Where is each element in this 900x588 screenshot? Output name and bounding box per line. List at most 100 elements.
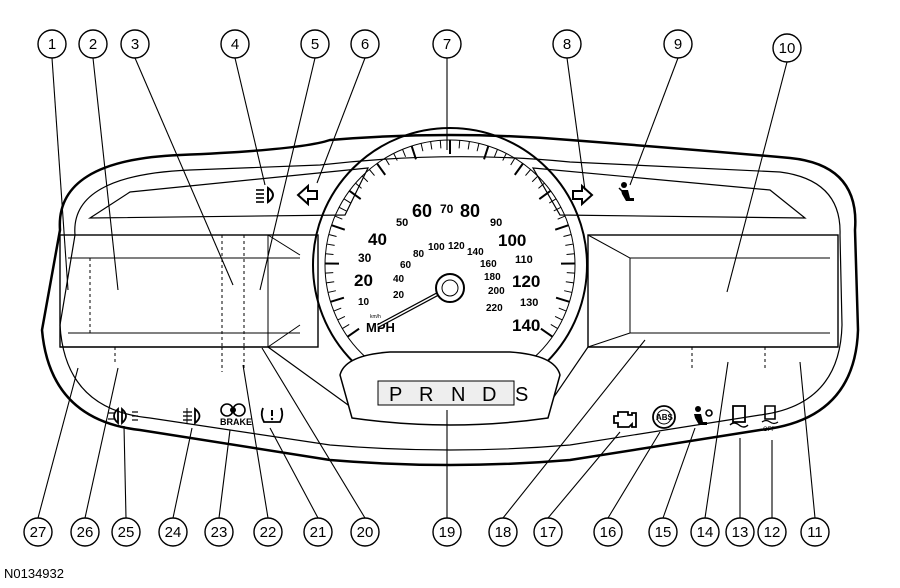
callout-5: 5 [300,29,330,59]
speedometer-tick [384,157,390,166]
right-display [544,234,839,411]
kmh-label-40: 40 [393,274,405,285]
kmh-label-80: 80 [413,249,425,260]
speedometer-tick [558,307,567,312]
speedometer-tick [510,157,516,166]
svg-text:3: 3 [131,36,139,53]
speedometer-tick [554,315,563,321]
kmh-label-20: 20 [393,290,405,301]
callout-3: 3 [120,29,150,59]
speedometer-tick [337,315,346,321]
kmh-label-180: 180 [484,272,501,283]
speedometer-tick [326,281,335,284]
speedometer-tick [376,162,387,176]
speed-label-60: 60 [412,201,432,221]
speedometer-tick [531,175,539,183]
svg-text:27: 27 [30,524,47,541]
speedometer-tick [330,296,345,303]
speed-label-110: 110 [515,254,533,266]
speed-label-50: 50 [396,217,408,229]
svg-text:26: 26 [77,524,94,541]
speedometer-tick [513,162,524,176]
speedometer-tick [565,281,574,284]
callout-13: 13 [725,517,755,547]
speedometer-tick [410,145,417,160]
right-turn-arrow-icon [572,183,594,207]
svg-text:6: 6 [361,36,369,53]
svg-text:19: 19 [439,524,456,541]
svg-text:4: 4 [231,36,239,53]
kmh-label-120: 120 [448,241,465,252]
seatbelt-icon [618,182,634,201]
speedometer-tick [348,189,362,200]
svg-text:5: 5 [311,36,319,53]
speedometer-tick [538,189,552,200]
gear-s: S [515,384,528,406]
speedometer-tick [325,272,334,274]
callout-11: 11 [800,517,830,547]
speed-label-10: 10 [358,297,370,308]
callout-17: 17 [533,517,563,547]
abs-icon: ABS [652,405,676,429]
svg-text:1: 1 [48,36,56,53]
callout-leader-lines [37,57,816,519]
speedometer-tick [566,272,575,274]
gear-n: N [451,384,465,406]
speedometer-needle [377,273,465,328]
speedometer-tick [564,290,573,293]
speedometer-tick [483,145,490,160]
gear-p: P [389,384,402,406]
speedometer-tick [420,143,424,152]
speedometer-tick [439,140,442,149]
speed-label-20: 20 [354,271,373,290]
callout-26: 26 [70,517,100,547]
speedometer-tick [493,149,498,157]
speedometer-ticks [324,140,576,338]
speedometer: 10 20 30 40 50 60 70 80 90 100 110 120 1… [312,127,588,426]
svg-text:25: 25 [118,524,135,541]
speedometer-tick [347,327,360,338]
callout-25: 25 [111,517,141,547]
callout-6: 6 [350,29,380,59]
speedometer-tick [502,153,507,161]
callout-10: 10 [772,33,802,63]
callout-4: 4 [220,29,250,59]
cluster-inner-outline [59,156,843,451]
svg-text:17: 17 [540,524,557,541]
gear-display-window [377,380,515,406]
speed-label-30: 30 [358,251,372,265]
speedometer-tick [333,307,342,312]
speedometer-tick [343,198,352,204]
speedometer-tick [525,169,532,176]
mph-unit-label: MPH [366,320,395,335]
speedometer-tick [368,169,375,176]
speedometer-tick [331,224,346,231]
cluster-outer-housing [40,133,860,467]
svg-text:7: 7 [443,36,451,53]
traction-control-off-icon: OFF [761,405,779,433]
figure-id: N0134932 [4,566,64,581]
speedometer-tick [328,234,337,237]
svg-text:8: 8 [563,36,571,53]
callout-27: 27 [23,517,53,547]
speedometer-tick [553,206,562,212]
speedometer-tick [563,234,572,237]
gear-r: R [419,384,433,406]
speedometer-tick [548,198,557,204]
speedometer-tick [555,296,570,303]
gear-d: D [482,384,496,406]
left-upper-pod [87,167,370,219]
callout-23: 23 [204,517,234,547]
svg-text:21: 21 [310,524,327,541]
svg-text:24: 24 [165,524,182,541]
kmh-label-220: 220 [486,303,503,314]
svg-text:23: 23 [211,524,228,541]
left-turn-arrow-icon [296,183,318,207]
svg-text:14: 14 [697,524,714,541]
brake-warning-icon: BRAKE [220,403,252,427]
left-display [59,234,356,411]
speedometer-tick [327,290,336,293]
speedometer-tick [565,243,574,246]
svg-text:2: 2 [89,36,97,53]
callout-15: 15 [648,517,678,547]
